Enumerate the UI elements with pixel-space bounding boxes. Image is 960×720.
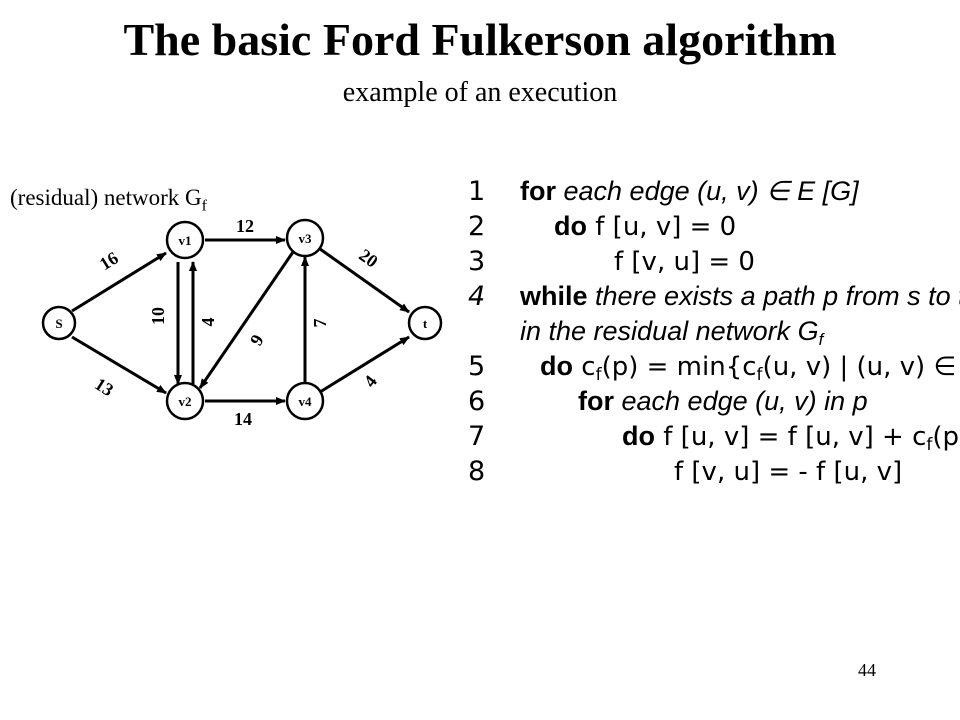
node-v4 bbox=[285, 381, 325, 421]
algo-text: (p) = min{c bbox=[601, 352, 757, 382]
algo-code: in the residual network Gf bbox=[520, 314, 823, 357]
capacity-v1-v2: 10 bbox=[148, 307, 168, 325]
algo-code: while there exists a path p from s to t bbox=[520, 279, 960, 314]
capacity-v3-v2: 9 bbox=[246, 331, 268, 349]
algo-text: in the residual network G bbox=[520, 316, 819, 346]
capacity-s-v1: 16 bbox=[96, 248, 122, 274]
algo-line-1: 1 for each edge (u, v) ∈ E [G] bbox=[468, 174, 948, 209]
algo-code: do f [u, v] = f [u, v] + cf(p) bbox=[622, 419, 960, 463]
algo-text: each edge (u, v) ∈ E [G] bbox=[556, 176, 859, 206]
line-number: 6 bbox=[468, 386, 486, 417]
line-number: 2 bbox=[468, 211, 486, 242]
node-v3-label: v3 bbox=[299, 231, 313, 246]
capacity-v1-v3: 12 bbox=[236, 216, 254, 236]
algo-text: (u, v) | (u, v) ∈ p} bbox=[762, 352, 960, 382]
algo-subscript: f bbox=[926, 435, 933, 455]
node-v1-label: v1 bbox=[179, 233, 192, 248]
algo-subscript: f bbox=[818, 330, 824, 349]
node-s-label: S bbox=[55, 316, 62, 331]
algo-line-3: 3 f [v, u] = 0 bbox=[468, 244, 948, 279]
capacity-s-v2: 13 bbox=[91, 374, 117, 400]
keyword-do: do bbox=[554, 211, 587, 241]
algo-text: f [u, v] = f [u, v] + c bbox=[655, 422, 927, 452]
keyword-for: for bbox=[578, 386, 614, 416]
algo-code: for each edge (u, v) in p bbox=[578, 384, 868, 419]
algo-subscript: f bbox=[595, 365, 602, 385]
node-v4-label: v4 bbox=[299, 394, 313, 409]
network-label-subscript: f bbox=[201, 197, 207, 215]
algo-text: c bbox=[573, 352, 596, 382]
algo-text: there exists a path p from s to t bbox=[587, 281, 960, 311]
algo-line-5: 5 do cf(p) = min{cf(u, v) | (u, v) ∈ p} bbox=[468, 349, 960, 385]
line-number: 7 bbox=[468, 421, 486, 452]
node-t-label: t bbox=[423, 316, 428, 331]
algo-text: (p) bbox=[932, 422, 960, 452]
algo-line-4: 4 while there exists a path p from s to … bbox=[468, 279, 960, 314]
keyword-do: do bbox=[540, 351, 573, 381]
capacity-v4-v3: 7 bbox=[310, 319, 330, 328]
algo-code: for each edge (u, v) ∈ E [G] bbox=[520, 174, 859, 209]
node-t bbox=[407, 305, 443, 341]
algo-code: f [v, u] = - f [u, v] bbox=[674, 454, 902, 490]
capacity-v2-v1: 4 bbox=[198, 318, 218, 327]
line-number: 3 bbox=[468, 246, 486, 277]
algo-text: f [v, u] = - f [u, v] bbox=[674, 457, 903, 487]
algo-line-8: 8 f [v, u] = - f [u, v] bbox=[468, 454, 948, 489]
algorithm-pseudocode: 1 for each edge (u, v) ∈ E [G] 2 do f [u… bbox=[468, 174, 960, 489]
algo-text: each edge (u, v) in p bbox=[614, 386, 868, 416]
node-s bbox=[41, 305, 77, 341]
page-number: 44 bbox=[858, 660, 876, 680]
keyword-for: for bbox=[520, 176, 556, 206]
capacity-v2-v4: 14 bbox=[234, 409, 252, 429]
algo-line-6: 6 for each edge (u, v) in p bbox=[468, 384, 948, 419]
capacity-v4-t: 4 bbox=[360, 372, 381, 391]
edge-s-v2 bbox=[71, 335, 167, 395]
keyword-do: do bbox=[622, 421, 655, 451]
algo-subscript: f bbox=[756, 365, 763, 385]
node-v2-label: v2 bbox=[179, 394, 192, 409]
page-subtitle: example of an execution bbox=[342, 77, 618, 108]
node-v3 bbox=[285, 218, 325, 258]
algo-line-2: 2 do f [u, v] = 0 bbox=[468, 209, 948, 244]
keyword-while: while bbox=[520, 281, 588, 311]
algo-line-4-continued: in the residual network Gf bbox=[468, 314, 948, 349]
line-number: 1 bbox=[468, 176, 486, 207]
edge-v3-v2 bbox=[198, 251, 295, 389]
edge-s-v1 bbox=[71, 251, 167, 313]
node-v2 bbox=[165, 381, 205, 421]
algo-text: f [u, v] = 0 bbox=[587, 212, 737, 242]
line-number: 8 bbox=[468, 456, 486, 487]
network-label-text: (residual) network G bbox=[10, 185, 202, 210]
node-v1 bbox=[165, 220, 205, 260]
algo-code: f [v, u] = 0 bbox=[614, 244, 755, 280]
capacity-v3-t: 20 bbox=[355, 245, 381, 272]
algo-code: do f [u, v] = 0 bbox=[554, 209, 736, 245]
algo-line-7: 7 do f [u, v] = f [u, v] + cf(p) bbox=[468, 419, 960, 455]
edge-v4-t bbox=[319, 335, 410, 394]
edge-v3-t bbox=[319, 247, 410, 314]
page-title: The basic Ford Fulkerson algorithm bbox=[123, 14, 837, 65]
network-label: (residual) network Gf bbox=[10, 183, 207, 222]
line-number: 5 bbox=[468, 351, 486, 382]
algo-text: f [v, u] = 0 bbox=[614, 247, 755, 277]
algo-code: do cf(p) = min{cf(u, v) | (u, v) ∈ p} bbox=[540, 349, 960, 393]
line-number: 4 bbox=[468, 281, 486, 312]
